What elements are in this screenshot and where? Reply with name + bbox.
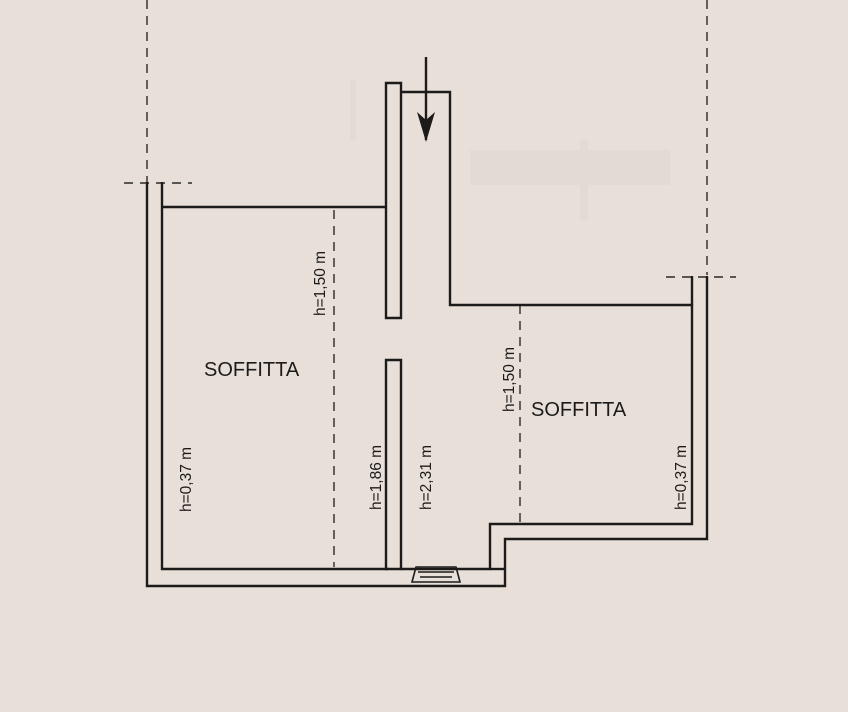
height-corridor: h=2,31 m	[418, 445, 435, 510]
partition-upper	[384, 81, 403, 320]
partition-lower	[384, 358, 403, 571]
corridor-top-wall	[401, 90, 694, 571]
walls	[145, 81, 709, 588]
height-left-outer: h=0,37 m	[178, 447, 195, 512]
paper-texture	[350, 80, 670, 220]
height-left-wall: h=1,86 m	[368, 445, 385, 510]
arrow-down-icon	[417, 57, 435, 142]
right-room-label: SOFFITTA	[531, 399, 627, 421]
dashed-boundary-lines	[124, 0, 736, 567]
outer-wall-inner-line	[160, 182, 388, 571]
height-right-limit: h=1,50 m	[501, 347, 518, 412]
outer-wall-outer-line	[145, 182, 709, 588]
left-room-label: SOFFITTA	[204, 359, 300, 381]
stair-step-icon	[410, 566, 462, 583]
height-right-outer: h=0,37 m	[673, 445, 690, 510]
height-left-limit: h=1,50 m	[312, 251, 329, 316]
